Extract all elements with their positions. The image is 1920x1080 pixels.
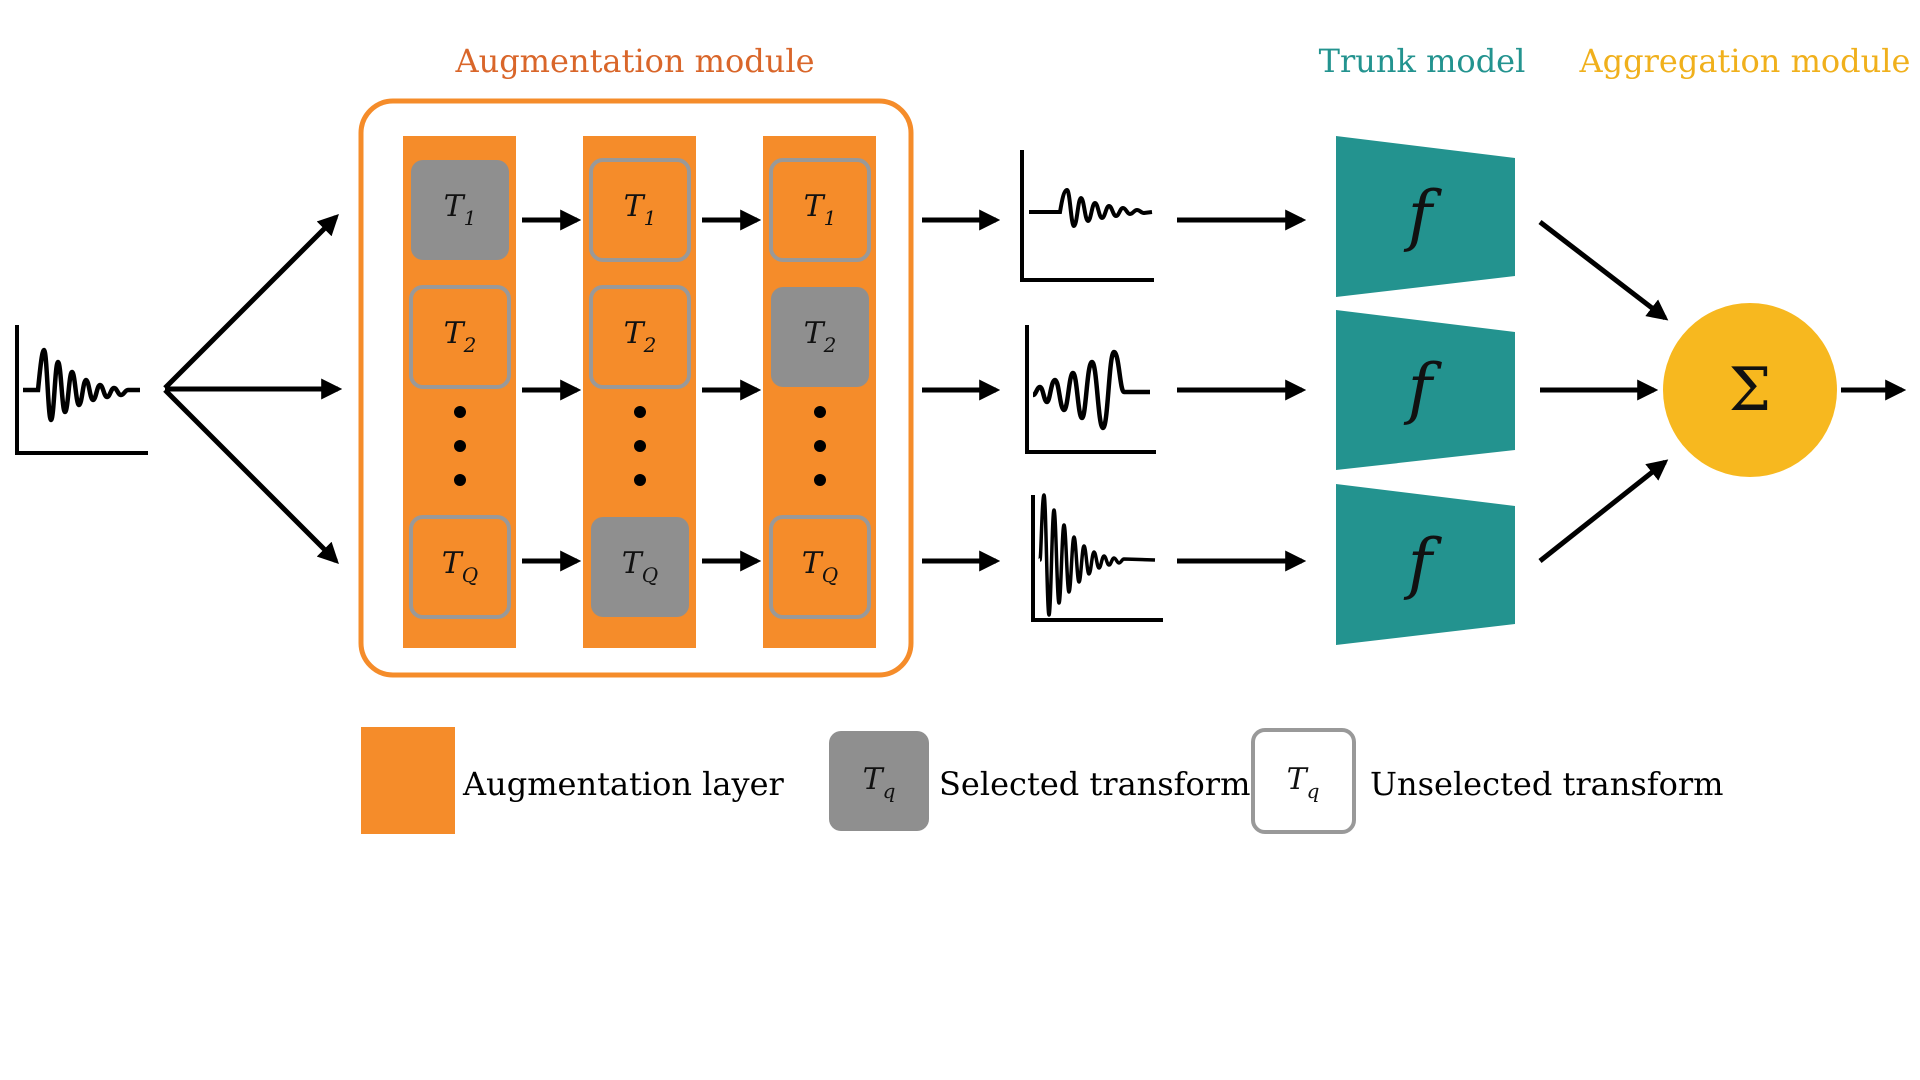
transform-label: T2: [444, 316, 477, 357]
transform-label: T1: [624, 189, 657, 230]
layer-arrows: [522, 209, 762, 572]
ellipsis-dots: [814, 406, 826, 486]
transform-label: T1: [804, 189, 837, 230]
transform-selected: [411, 160, 509, 260]
augmented-signal-icon: [1025, 325, 1156, 454]
transform-label: T2: [804, 316, 837, 357]
legend-unselected-swatch: [1251, 728, 1356, 834]
input-signal-icon: [15, 325, 148, 455]
legend-unselected-symbol: Tq: [1287, 762, 1320, 803]
transform-label: TQ: [802, 546, 838, 587]
transform-label: TQ: [622, 546, 658, 587]
legend-selected-swatch: [829, 731, 929, 831]
aggregation-module-title: Aggregation module: [1579, 42, 1911, 80]
augmentation-module-title: Augmentation module: [454, 42, 814, 80]
transform-unselected: [409, 285, 511, 389]
legend-augmentation-layer-swatch: [361, 727, 455, 834]
augmented-signal-icon: [1020, 150, 1154, 282]
ellipsis-dots: [634, 406, 646, 486]
legend-augmentation-layer-label: Augmentation layer: [462, 765, 785, 803]
trunk-model-block: [1336, 484, 1515, 645]
trunk-input-arrows: [1177, 209, 1307, 572]
trunk-model-block: [1336, 310, 1515, 470]
augmented-signal-icon: [1031, 493, 1163, 622]
transform-unselected: [769, 515, 871, 619]
transform-unselected: [409, 515, 511, 619]
aggregation-sum-node: [1663, 303, 1837, 477]
output-arrows: [922, 209, 1001, 572]
augmentation-layer-3: [763, 136, 876, 648]
ellipsis-dots: [454, 406, 466, 486]
transform-selected: [771, 287, 869, 387]
transform-unselected: [589, 285, 691, 389]
legend-selected-symbol: Tq: [863, 762, 896, 803]
trunk-model-title: Trunk model: [1319, 42, 1526, 80]
augmentation-module-box: [358, 98, 914, 678]
legend-selected-label: Selected transform: [939, 765, 1250, 803]
transform-label: T2: [624, 316, 657, 357]
trunk-model-block: [1336, 136, 1515, 297]
transform-label: TQ: [442, 546, 478, 587]
transform-label: T1: [444, 189, 477, 230]
fan-out-arrows: [163, 214, 343, 564]
legend-unselected-label: Unselected transform: [1370, 765, 1724, 803]
transform-unselected: [589, 158, 691, 262]
transform-unselected: [769, 158, 871, 262]
sum-symbol: Σ: [1729, 355, 1771, 425]
aggregation-input-arrows: [1538, 220, 1669, 563]
transform-selected: [591, 517, 689, 617]
